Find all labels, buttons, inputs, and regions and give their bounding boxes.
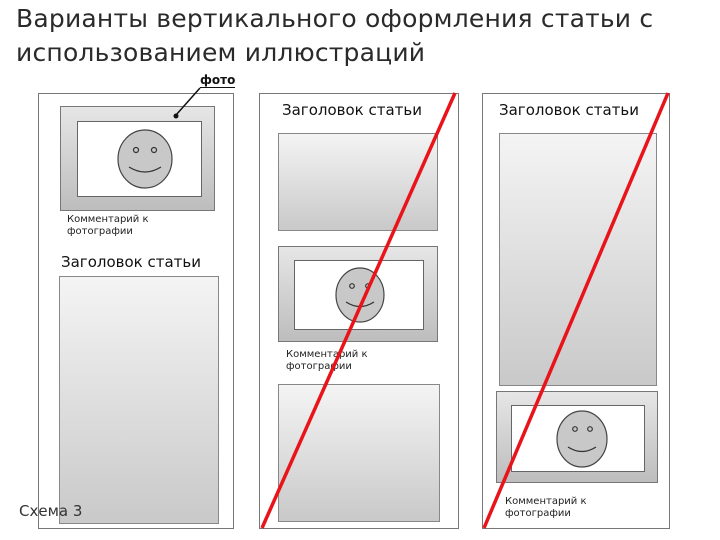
article-headline: Заголовок статьи	[499, 101, 639, 119]
text-block	[59, 276, 219, 524]
photo-frame	[60, 106, 215, 211]
layout-column-1: Комментарий к фотографии Заголовок стать…	[38, 93, 234, 529]
slide-title: Варианты вертикального оформления статьи…	[16, 2, 706, 70]
article-headline: Заголовок статьи	[282, 101, 422, 119]
photo-caption: Комментарий к фотографии	[505, 496, 635, 520]
photo-placeholder	[77, 121, 202, 197]
text-block	[278, 133, 438, 231]
layout-column-2: Заголовок статьи Комментарий к фотографи…	[259, 93, 459, 529]
photo-placeholder	[294, 260, 424, 330]
schema-label: Схема 3	[19, 502, 82, 520]
photo-frame	[278, 246, 438, 342]
smiley-face-icon	[334, 264, 386, 326]
photo-caption: Комментарий к фотографии	[286, 349, 416, 373]
layout-column-3: Заголовок статьи Комментарий к фотографи…	[482, 93, 670, 529]
photo-label: фото	[200, 73, 235, 88]
smiley-face-icon	[115, 127, 175, 191]
photo-placeholder	[511, 405, 645, 472]
text-block	[278, 384, 440, 522]
photo-caption: Комментарий к фотографии	[67, 214, 197, 238]
text-block	[499, 133, 657, 386]
photo-frame	[496, 391, 658, 483]
article-headline: Заголовок статьи	[61, 253, 201, 271]
smiley-face-icon	[555, 408, 609, 470]
